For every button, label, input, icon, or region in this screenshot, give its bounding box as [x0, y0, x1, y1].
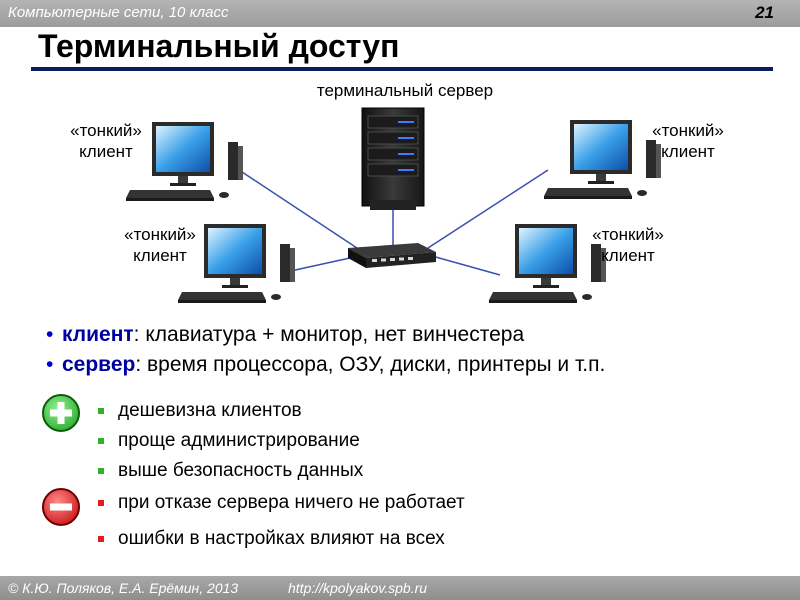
cable-to-client-top-right	[427, 169, 549, 249]
bullet-square-icon	[98, 438, 104, 444]
plus-icon	[42, 394, 80, 432]
header-bar	[0, 0, 800, 27]
cable-to-client-bottom-left	[285, 257, 351, 273]
cable-to-client-bottom-right	[431, 255, 501, 276]
network-diagram	[126, 107, 661, 303]
bullet-square-icon	[98, 468, 104, 474]
bullet-square-icon	[98, 500, 104, 506]
client-label: «тонкий» клиент	[124, 225, 196, 265]
client-label: «тонкий» клиент	[592, 225, 664, 265]
definition-text: : время процессора, ОЗУ, диски, принтеры…	[135, 353, 606, 376]
pros-list: дешевизна клиентов проще администрирован…	[98, 396, 363, 486]
cable-to-client-top-left	[235, 167, 361, 251]
course-title: Компьютерные сети, 10 класс	[8, 4, 229, 21]
title-rule	[31, 67, 773, 71]
bullet-square-icon	[98, 536, 104, 542]
definition-server: • сервер: время процессора, ОЗУ, диски, …	[46, 350, 605, 380]
cons-list: при отказе сервера ничего не работает ош…	[98, 488, 465, 554]
network-switch-icon	[348, 243, 436, 268]
bullet-dot-icon: •	[46, 353, 54, 376]
pro-item: выше безопасность данных	[98, 456, 363, 486]
bullet-square-icon	[98, 408, 104, 414]
definition-list: • клиент: клавиатура + монитор, нет винч…	[46, 320, 605, 380]
minus-icon	[42, 488, 80, 526]
pro-item: дешевизна клиентов	[98, 396, 363, 426]
definition-text: : клавиатура + монитор, нет винчестера	[133, 323, 525, 346]
con-item: ошибки в настройках влияют на всех	[98, 524, 465, 554]
bullet-dot-icon: •	[46, 323, 54, 346]
slide-title: Терминальный доступ	[38, 28, 400, 64]
con-item: при отказе сервера ничего не работает	[98, 488, 465, 524]
server-label: терминальный сервер	[316, 81, 494, 100]
footer-url[interactable]: http://kpolyakov.spb.ru	[288, 580, 428, 596]
terminal-server-icon	[361, 107, 425, 210]
pro-item: проще администрирование	[98, 426, 363, 456]
slide-number: 21	[755, 3, 774, 22]
footer-authors: © К.Ю. Поляков, Е.А. Ерёмин, 2013	[8, 580, 239, 596]
client-label: «тонкий» клиент	[70, 121, 142, 161]
term: сервер	[62, 353, 136, 376]
footer-bar	[0, 576, 800, 600]
term: клиент	[62, 323, 134, 346]
definition-client: • клиент: клавиатура + монитор, нет винч…	[46, 320, 605, 350]
client-label: «тонкий» клиент	[652, 121, 724, 161]
